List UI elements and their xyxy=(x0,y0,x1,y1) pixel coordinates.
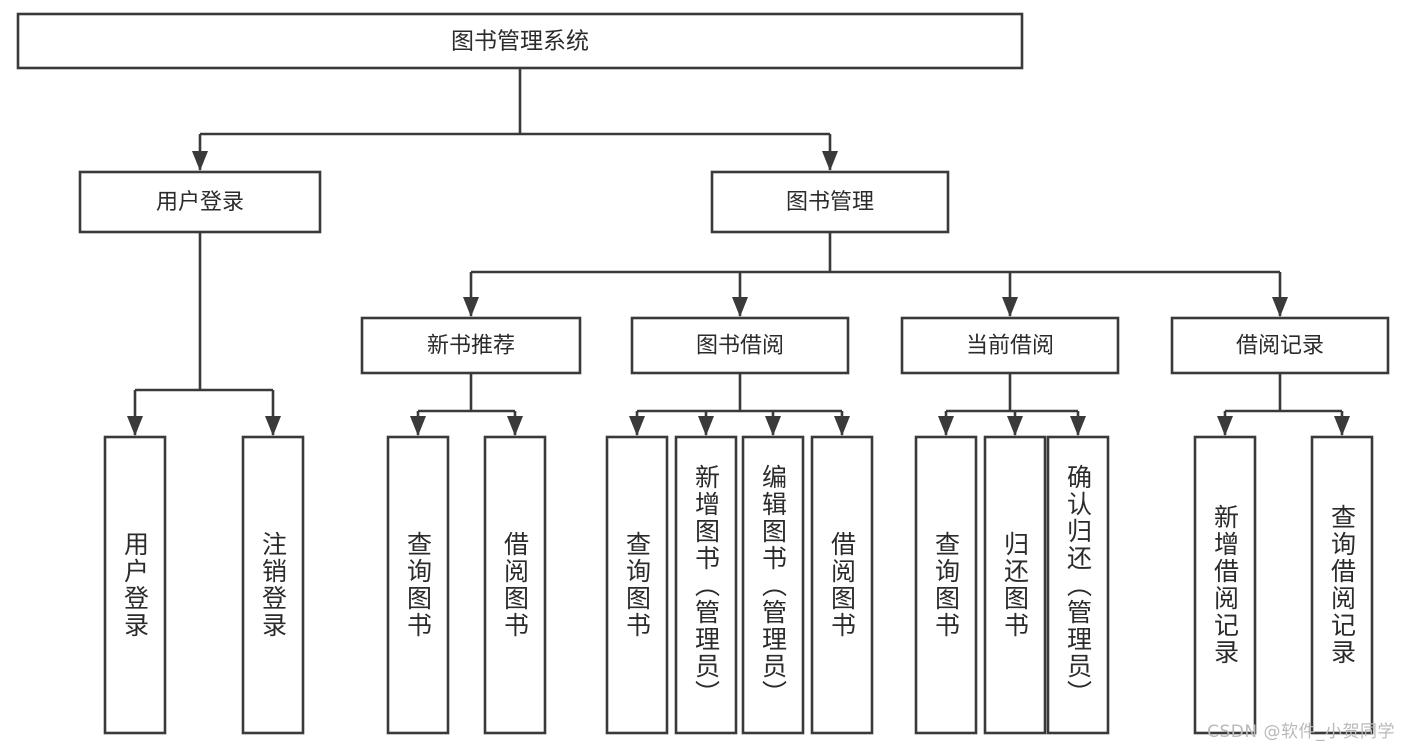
level2-node-label: 用户登录 xyxy=(156,190,244,215)
node-box-level2-0[interactable] xyxy=(78,170,322,234)
arrow-head-icon xyxy=(507,416,523,436)
level2-node-label: 图书管理 xyxy=(786,190,874,215)
node-box-level3-0[interactable] xyxy=(360,316,582,375)
node-box-leaf-3[interactable] xyxy=(483,435,547,735)
arrow-head-icon xyxy=(1070,416,1086,436)
node-box-level2-1[interactable] xyxy=(710,170,950,234)
arrow-head-icon xyxy=(698,416,714,436)
node-box-level3-1[interactable] xyxy=(630,316,850,375)
node-box-leaf-0[interactable] xyxy=(103,435,167,735)
arrow-head-icon xyxy=(629,416,645,436)
arrow-head-icon xyxy=(1007,416,1023,436)
level3-node-label: 借阅记录 xyxy=(1236,334,1324,359)
root-node-label: 图书管理系统 xyxy=(451,29,589,55)
level3-node-label: 当前借阅 xyxy=(966,334,1054,359)
arrow-head-icon xyxy=(410,416,426,436)
arrow-head-icon xyxy=(1002,297,1018,317)
node-box-leaf-6[interactable] xyxy=(741,435,805,735)
node-box-leaf-7[interactable] xyxy=(810,435,874,735)
node-box-leaf-8[interactable] xyxy=(914,435,978,735)
node-box-level3-2[interactable] xyxy=(900,316,1120,375)
arrow-head-icon xyxy=(938,416,954,436)
watermark: CSDN @软件_小贺同学 xyxy=(1207,722,1395,742)
node-box-leaf-12[interactable] xyxy=(1310,435,1374,735)
node-box-leaf-11[interactable] xyxy=(1193,435,1257,735)
arrow-head-icon xyxy=(1334,416,1350,436)
level3-node-label: 图书借阅 xyxy=(696,334,784,359)
arrow-head-icon xyxy=(127,416,143,436)
node-box-level3-3[interactable] xyxy=(1170,316,1390,375)
node-box-leaf-9[interactable] xyxy=(983,435,1047,735)
node-box-root[interactable] xyxy=(16,12,1024,70)
arrow-head-icon xyxy=(1217,416,1233,436)
arrow-head-icon xyxy=(192,151,208,171)
arrow-head-icon xyxy=(834,416,850,436)
arrow-head-icon xyxy=(765,416,781,436)
node-box-leaf-4[interactable] xyxy=(605,435,669,735)
node-box-leaf-10[interactable] xyxy=(1046,435,1110,735)
arrow-head-icon xyxy=(1272,297,1288,317)
node-box-leaf-2[interactable] xyxy=(386,435,450,735)
level3-node-label: 新书推荐 xyxy=(427,334,515,359)
arrow-head-icon xyxy=(822,151,838,171)
arrow-head-icon xyxy=(265,416,281,436)
node-box-leaf-5[interactable] xyxy=(674,435,738,735)
node-box-leaf-1[interactable] xyxy=(241,435,305,735)
node-boxes-layer xyxy=(16,12,1390,735)
connectors-layer xyxy=(127,68,1350,436)
arrow-head-icon xyxy=(463,297,479,317)
arrow-head-icon xyxy=(732,297,748,317)
